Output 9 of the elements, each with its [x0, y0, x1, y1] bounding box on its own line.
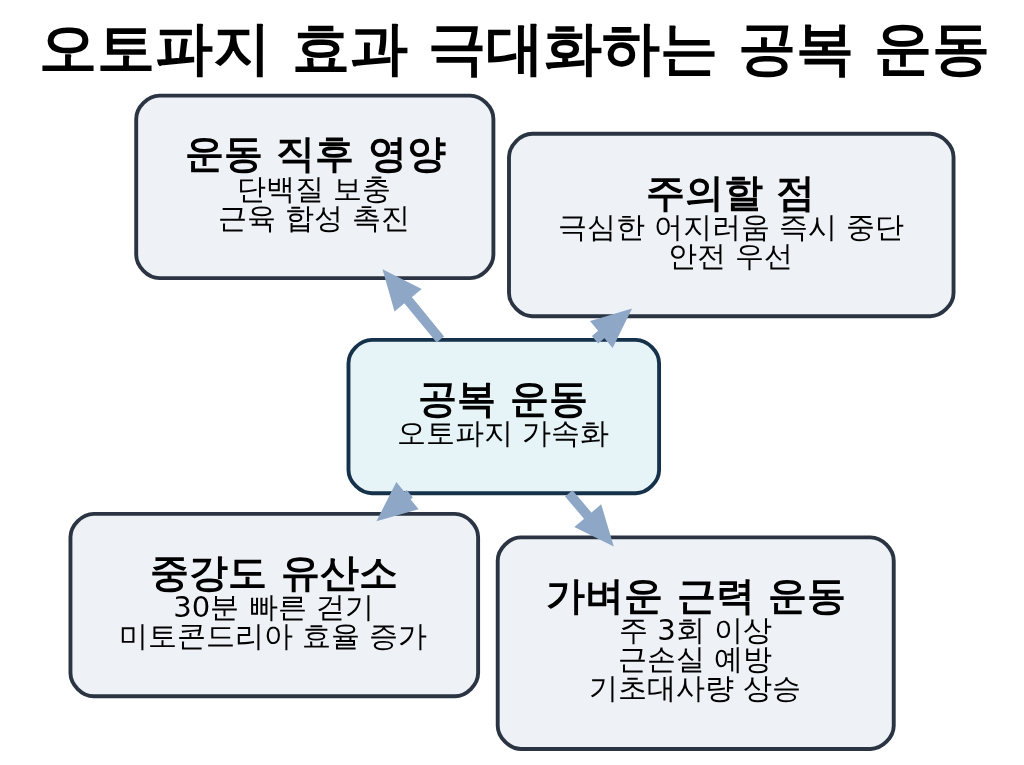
node-box: 가벼운 근력 운동 주 3회 이상 근손실 예방 기초대사량 상승: [495, 535, 896, 751]
node-box: 중강도 유산소 30분 빠른 걷기 미토콘드리아 효율 증가: [68, 511, 481, 699]
diagram-title: 오토파지 효과 극대화하는 공복 운동: [39, 14, 991, 83]
arrow: [565, 490, 614, 547]
node-box: 주의할 점 극심한 어지러움 즉시 중단 안전 우선: [507, 131, 956, 319]
arrow: [382, 269, 445, 343]
arrow: [376, 482, 419, 522]
node-box: 운동 직후 영양 단백질 보충 근육 합성 촉진: [134, 93, 496, 281]
node-box: 공복 운동 오토파지 가속화: [346, 337, 662, 496]
